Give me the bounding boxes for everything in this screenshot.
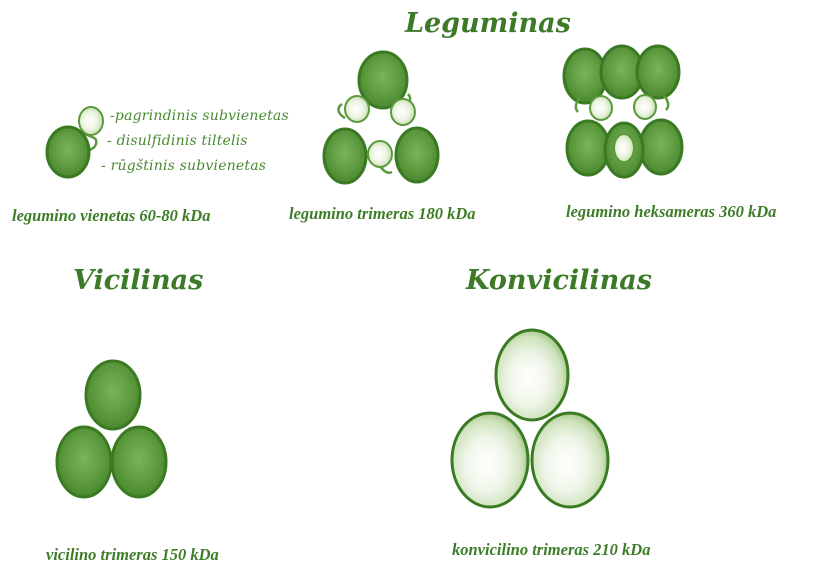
title-leguminas: Leguminas <box>405 8 571 39</box>
title-vicilinas: Vicilinas <box>73 265 203 296</box>
legend-acidic-subunit: - rūgštinis subvienetas <box>101 158 266 174</box>
convicilin-subunit <box>532 413 608 507</box>
acidic-subunit <box>396 128 438 182</box>
basic-subunit <box>590 96 612 120</box>
caption-convicilin-trimer: konvicilino trimeras 210 kDa <box>452 540 650 560</box>
acidic-subunit <box>564 49 606 103</box>
disulfide-bridge <box>338 104 345 118</box>
acidic-subunit <box>637 46 679 98</box>
basic-subunit <box>634 95 656 119</box>
legend-basic-subunit: -pagrindinis subvienetas <box>110 108 289 124</box>
disulfide-bridge <box>664 96 668 110</box>
caption-legumin-unit: legumino vienetas 60-80 kDa <box>12 206 210 226</box>
basic-subunit <box>345 96 369 122</box>
vicilin-trimer-figure <box>57 361 166 497</box>
legumin-hexamer-figure <box>564 46 682 177</box>
basic-subunit <box>368 141 392 167</box>
acidic-subunit <box>640 120 682 174</box>
convicilin-subunit <box>452 413 528 507</box>
caption-legumin-hexamer: legumino heksameras 360 kDa <box>566 202 776 222</box>
legumin-unit-figure <box>47 107 103 177</box>
vicilin-subunit <box>86 361 140 429</box>
convicilin-trimer-figure <box>452 330 608 507</box>
legumin-trimer-figure <box>324 52 438 183</box>
vicilin-subunit <box>112 427 166 497</box>
caption-legumin-trimer: legumino trimeras 180 kDa <box>289 204 476 224</box>
caption-vicilin-trimer: vicilino trimeras 150 kDa <box>46 545 219 565</box>
convicilin-subunit <box>496 330 568 420</box>
vicilin-subunit <box>57 427 111 497</box>
acidic-subunit <box>47 127 89 177</box>
basic-subunit <box>391 99 415 125</box>
acidic-subunit <box>324 129 366 183</box>
acidic-subunit <box>567 121 609 175</box>
title-konvicilinas: Konvicilinas <box>466 265 652 296</box>
basic-subunit <box>614 134 634 162</box>
legend-disulfide-bridge: - disulfidinis tiltelis <box>107 133 248 149</box>
basic-subunit <box>79 107 103 135</box>
